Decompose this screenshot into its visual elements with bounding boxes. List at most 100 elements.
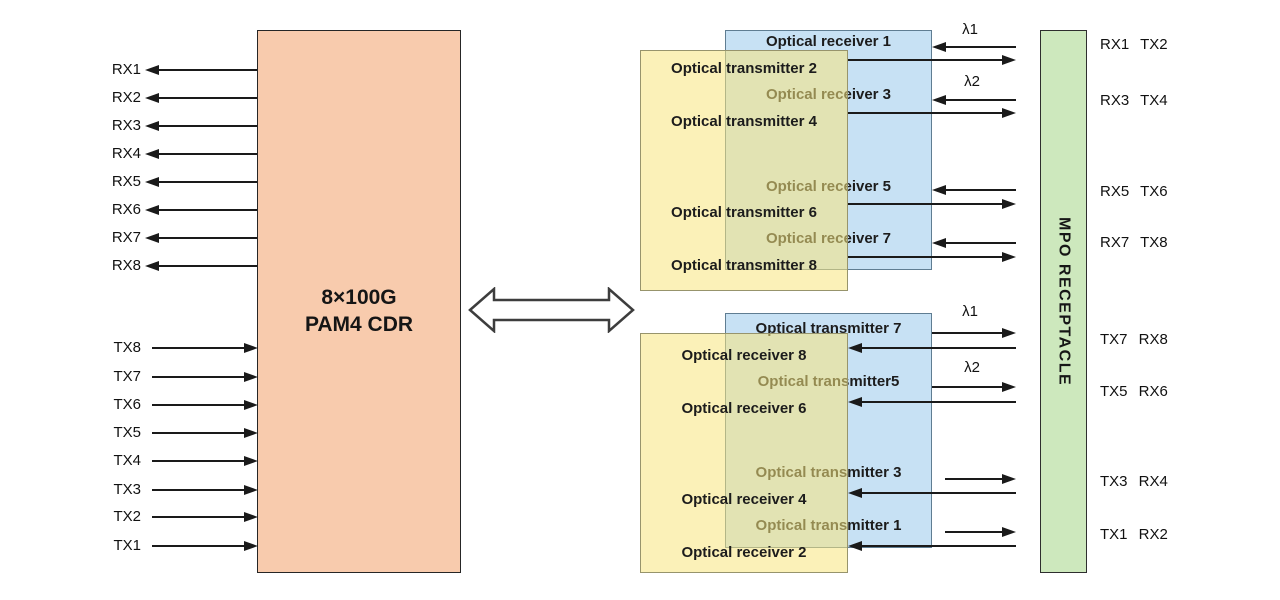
optical-transmitter-label: Optical transmitter 4	[671, 113, 817, 130]
tx-out-line	[932, 386, 1002, 388]
arrowhead-right-icon	[1002, 108, 1016, 118]
tx-arrow-line	[152, 432, 244, 434]
arrowhead-right-icon	[1002, 252, 1016, 262]
upper-transmitter-block: Optical transmitter 2 Optical transmitte…	[640, 50, 848, 291]
tx-arrow-line	[152, 460, 244, 462]
rx-in-line	[946, 99, 1016, 101]
port-pair-label: TX7 RX8	[1100, 331, 1168, 348]
tx-out-line	[945, 478, 1002, 480]
rx-in-line	[862, 545, 1016, 547]
optical-transmitter-label: Optical transmitter 8	[671, 257, 817, 274]
mpo-receptacle-label: MPO RECEPTACLE	[1055, 216, 1073, 387]
arrowhead-left-icon	[932, 42, 946, 52]
port-pair-label: RX5 TX6	[1100, 183, 1168, 200]
rx-arrow-line	[159, 209, 257, 211]
rx-port-label: RX7	[111, 229, 141, 246]
tx-arrow-line	[152, 489, 244, 491]
arrowhead-left-icon	[145, 149, 159, 159]
optical-transmitter-label: Optical transmitter 6	[671, 204, 817, 221]
rx-port-label: RX2	[111, 89, 141, 106]
optical-receiver-label: Optical receiver 6	[681, 400, 807, 417]
optical-receiver-label: Optical receiver 2	[681, 544, 807, 561]
bidirectional-arrow-icon	[468, 287, 635, 333]
arrowhead-left-icon	[145, 233, 159, 243]
tx-port-label: TX7	[113, 368, 141, 385]
rx-arrow-line	[159, 265, 257, 267]
optical-receiver-label: Optical receiver 8	[681, 347, 807, 364]
rx-in-line	[946, 189, 1016, 191]
rx-port-label: RX5	[111, 173, 141, 190]
tx-out-line	[932, 332, 1002, 334]
rx-arrow-line	[159, 181, 257, 183]
optical-receiver-label: Optical receiver 4	[681, 491, 807, 508]
arrowhead-right-icon	[244, 372, 258, 382]
optical-receiver-label: Optical receiver 1	[765, 33, 892, 50]
rx-arrow-line	[159, 237, 257, 239]
rx-port-label: RX4	[111, 145, 141, 162]
rx-arrow-line	[159, 125, 257, 127]
port-pair-label: RX3 TX4	[1100, 92, 1168, 109]
rx-in-line	[862, 401, 1016, 403]
tx-port-label: TX8	[113, 339, 141, 356]
port-pair-label: TX5 RX6	[1100, 383, 1168, 400]
mpo-receptacle-block: MPO RECEPTACLE	[1040, 30, 1087, 573]
arrowhead-left-icon	[145, 177, 159, 187]
rx-in-line	[946, 46, 1016, 48]
optical-transmitter-label: Optical transmitter 7	[755, 320, 902, 337]
arrowhead-right-icon	[1002, 527, 1016, 537]
arrowhead-left-icon	[145, 261, 159, 271]
arrowhead-left-icon	[848, 488, 862, 498]
arrowhead-left-icon	[145, 65, 159, 75]
tx-out-line	[848, 59, 1002, 61]
rx-in-line	[862, 347, 1016, 349]
arrowhead-right-icon	[244, 456, 258, 466]
tx-port-label: TX6	[113, 396, 141, 413]
cdr-block: 8×100G PAM4 CDR	[257, 30, 461, 573]
port-pair-label: RX1 TX2	[1100, 36, 1168, 53]
arrowhead-right-icon	[1002, 328, 1016, 338]
arrowhead-left-icon	[145, 205, 159, 215]
rx-port-label: RX6	[111, 201, 141, 218]
lambda2-label: λ2	[964, 73, 980, 90]
cdr-title-line2: PAM4 CDR	[304, 313, 414, 336]
port-pair-label: TX1 RX2	[1100, 526, 1168, 543]
tx-arrow-line	[152, 545, 244, 547]
tx-arrow-line	[152, 376, 244, 378]
arrowhead-right-icon	[244, 343, 258, 353]
tx-out-line	[848, 203, 1002, 205]
rx-arrow-line	[159, 69, 257, 71]
cdr-title-line1: 8×100G	[321, 286, 397, 309]
arrowhead-left-icon	[932, 95, 946, 105]
rx-port-label: RX8	[111, 257, 141, 274]
tx-out-line	[848, 112, 1002, 114]
tx-arrow-line	[152, 347, 244, 349]
arrowhead-right-icon	[1002, 199, 1016, 209]
arrowhead-right-icon	[244, 485, 258, 495]
arrowhead-right-icon	[244, 512, 258, 522]
arrowhead-right-icon	[1002, 382, 1016, 392]
tx-port-label: TX3	[113, 481, 141, 498]
rx-arrow-line	[159, 97, 257, 99]
lambda1-label: λ1	[962, 21, 978, 38]
optical-transmitter-label: Optical transmitter 2	[671, 60, 817, 77]
arrowhead-right-icon	[1002, 55, 1016, 65]
arrowhead-right-icon	[1002, 474, 1016, 484]
lambda2-label: λ2	[964, 359, 980, 376]
tx-arrow-line	[152, 516, 244, 518]
tx-port-label: TX1	[113, 537, 141, 554]
cdr-title: 8×100G PAM4 CDR	[258, 284, 460, 338]
arrowhead-right-icon	[244, 400, 258, 410]
rx-port-label: RX1	[111, 61, 141, 78]
arrowhead-left-icon	[932, 185, 946, 195]
tx-out-line	[945, 531, 1002, 533]
lambda1-label: λ1	[962, 303, 978, 320]
port-pair-label: RX7 TX8	[1100, 234, 1168, 251]
tx-port-label: TX5	[113, 424, 141, 441]
rx-arrow-line	[159, 153, 257, 155]
rx-port-label: RX3	[111, 117, 141, 134]
tx-port-label: TX4	[113, 452, 141, 469]
arrowhead-left-icon	[932, 238, 946, 248]
arrowhead-right-icon	[244, 428, 258, 438]
rx-in-line	[946, 242, 1016, 244]
